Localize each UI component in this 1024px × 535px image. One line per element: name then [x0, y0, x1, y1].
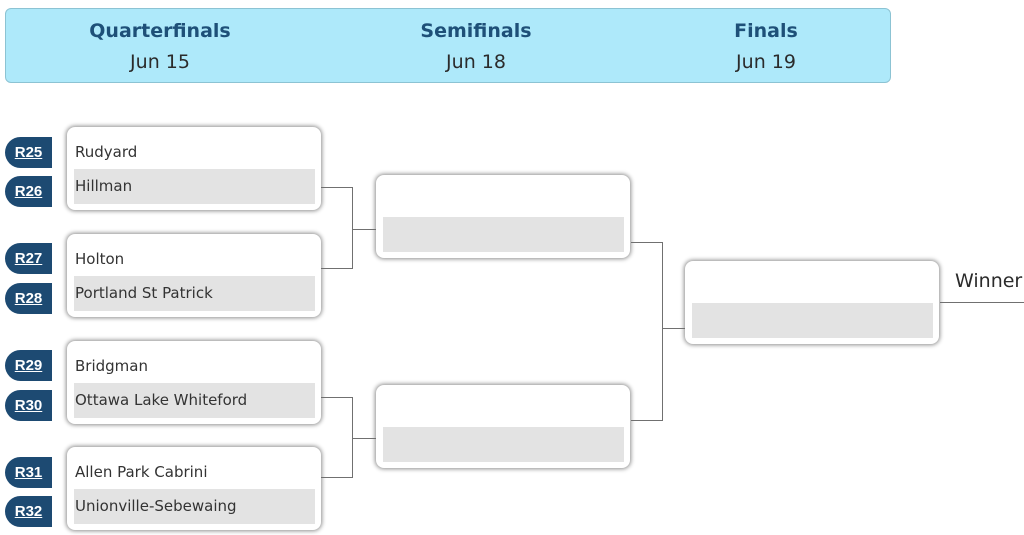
seed-badge-link[interactable]: R30: [5, 390, 52, 421]
team-slot: Portland St Patrick: [74, 276, 315, 311]
round-title: Finals: [734, 20, 798, 42]
team-slot: Hillman: [74, 169, 315, 204]
connector-line: [662, 242, 663, 421]
team-slot: Ottawa Lake Whiteford: [74, 383, 315, 418]
final-match[interactable]: [685, 261, 939, 344]
quarterfinal-match-2[interactable]: Holton Portland St Patrick: [67, 234, 321, 317]
team-slot: Rudyard: [74, 135, 315, 170]
team-slot: [383, 393, 624, 428]
quarterfinal-match-3[interactable]: Bridgman Ottawa Lake Whiteford: [67, 341, 321, 424]
seed-badge-link[interactable]: R32: [5, 496, 52, 527]
connector-line: [321, 268, 352, 269]
connector-line: [631, 242, 662, 243]
connector-line: [352, 397, 353, 478]
seed-badge-link[interactable]: R29: [5, 350, 52, 381]
quarterfinal-match-4[interactable]: Allen Park Cabrini Unionville-Sebewaing: [67, 447, 321, 530]
connector-line: [631, 420, 662, 421]
team-slot: [692, 303, 933, 338]
team-slot: [383, 183, 624, 218]
winner-label: Winner: [955, 270, 1023, 292]
connector-line: [352, 229, 376, 230]
connector-line: [321, 477, 352, 478]
connector-line: [321, 187, 352, 188]
team-slot: Holton: [74, 242, 315, 277]
team-slot: [383, 217, 624, 252]
team-slot: Allen Park Cabrini: [74, 455, 315, 490]
connector-line: [321, 397, 352, 398]
team-slot: [692, 269, 933, 304]
round-date: Jun 19: [736, 51, 796, 73]
team-slot: Bridgman: [74, 349, 315, 384]
seed-badge-link[interactable]: R31: [5, 457, 52, 488]
semifinal-match-2[interactable]: [376, 385, 630, 468]
round-date: Jun 15: [130, 51, 190, 73]
seed-badge-link[interactable]: R26: [5, 176, 52, 207]
connector-line: [662, 328, 685, 329]
seed-badge-link[interactable]: R28: [5, 283, 52, 314]
semifinal-match-1[interactable]: [376, 175, 630, 258]
round-title: Quarterfinals: [89, 20, 231, 42]
round-date: Jun 18: [446, 51, 506, 73]
connector-line: [352, 187, 353, 269]
round-title: Semifinals: [420, 20, 532, 42]
seed-badge-link[interactable]: R27: [5, 243, 52, 274]
connector-line: [352, 438, 376, 439]
team-slot: [383, 427, 624, 462]
quarterfinal-match-1[interactable]: Rudyard Hillman: [67, 127, 321, 210]
winner-line: [940, 302, 1024, 303]
rounds-header: Quarterfinals Jun 15 Semifinals Jun 18 F…: [5, 8, 891, 83]
seed-badge-link[interactable]: R25: [5, 137, 52, 168]
team-slot: Unionville-Sebewaing: [74, 489, 315, 524]
